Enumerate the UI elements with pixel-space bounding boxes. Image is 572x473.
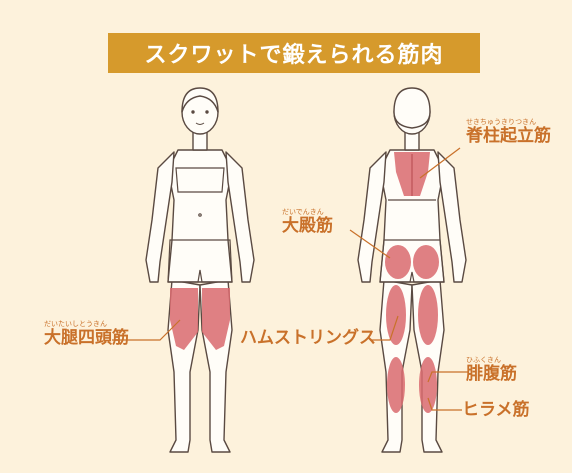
gluteus-maximus-muscle [385, 245, 411, 279]
label-soleus: ヒラメ筋 [462, 400, 530, 420]
gluteus-maximus-muscle-right [413, 245, 439, 279]
gastrocnemius-muscle-right [419, 357, 437, 413]
hamstrings-muscle-right [418, 285, 438, 345]
gastrocnemius-muscle [387, 357, 405, 413]
hamstrings-muscle [386, 285, 406, 345]
back-figure [358, 88, 466, 452]
label-spinal-erectors: せきちゅうきりつきん 脊柱起立筋 [466, 118, 551, 146]
label-hamstrings: ハムストリングス [240, 328, 376, 348]
label-gluteus-maximus: だいでんきん 大殿筋 [282, 208, 333, 236]
label-gastrocnemius: ひふくきん 腓腹筋 [466, 356, 517, 384]
label-quadriceps: だいたいしとうきん 大腿四頭筋 [44, 320, 129, 348]
